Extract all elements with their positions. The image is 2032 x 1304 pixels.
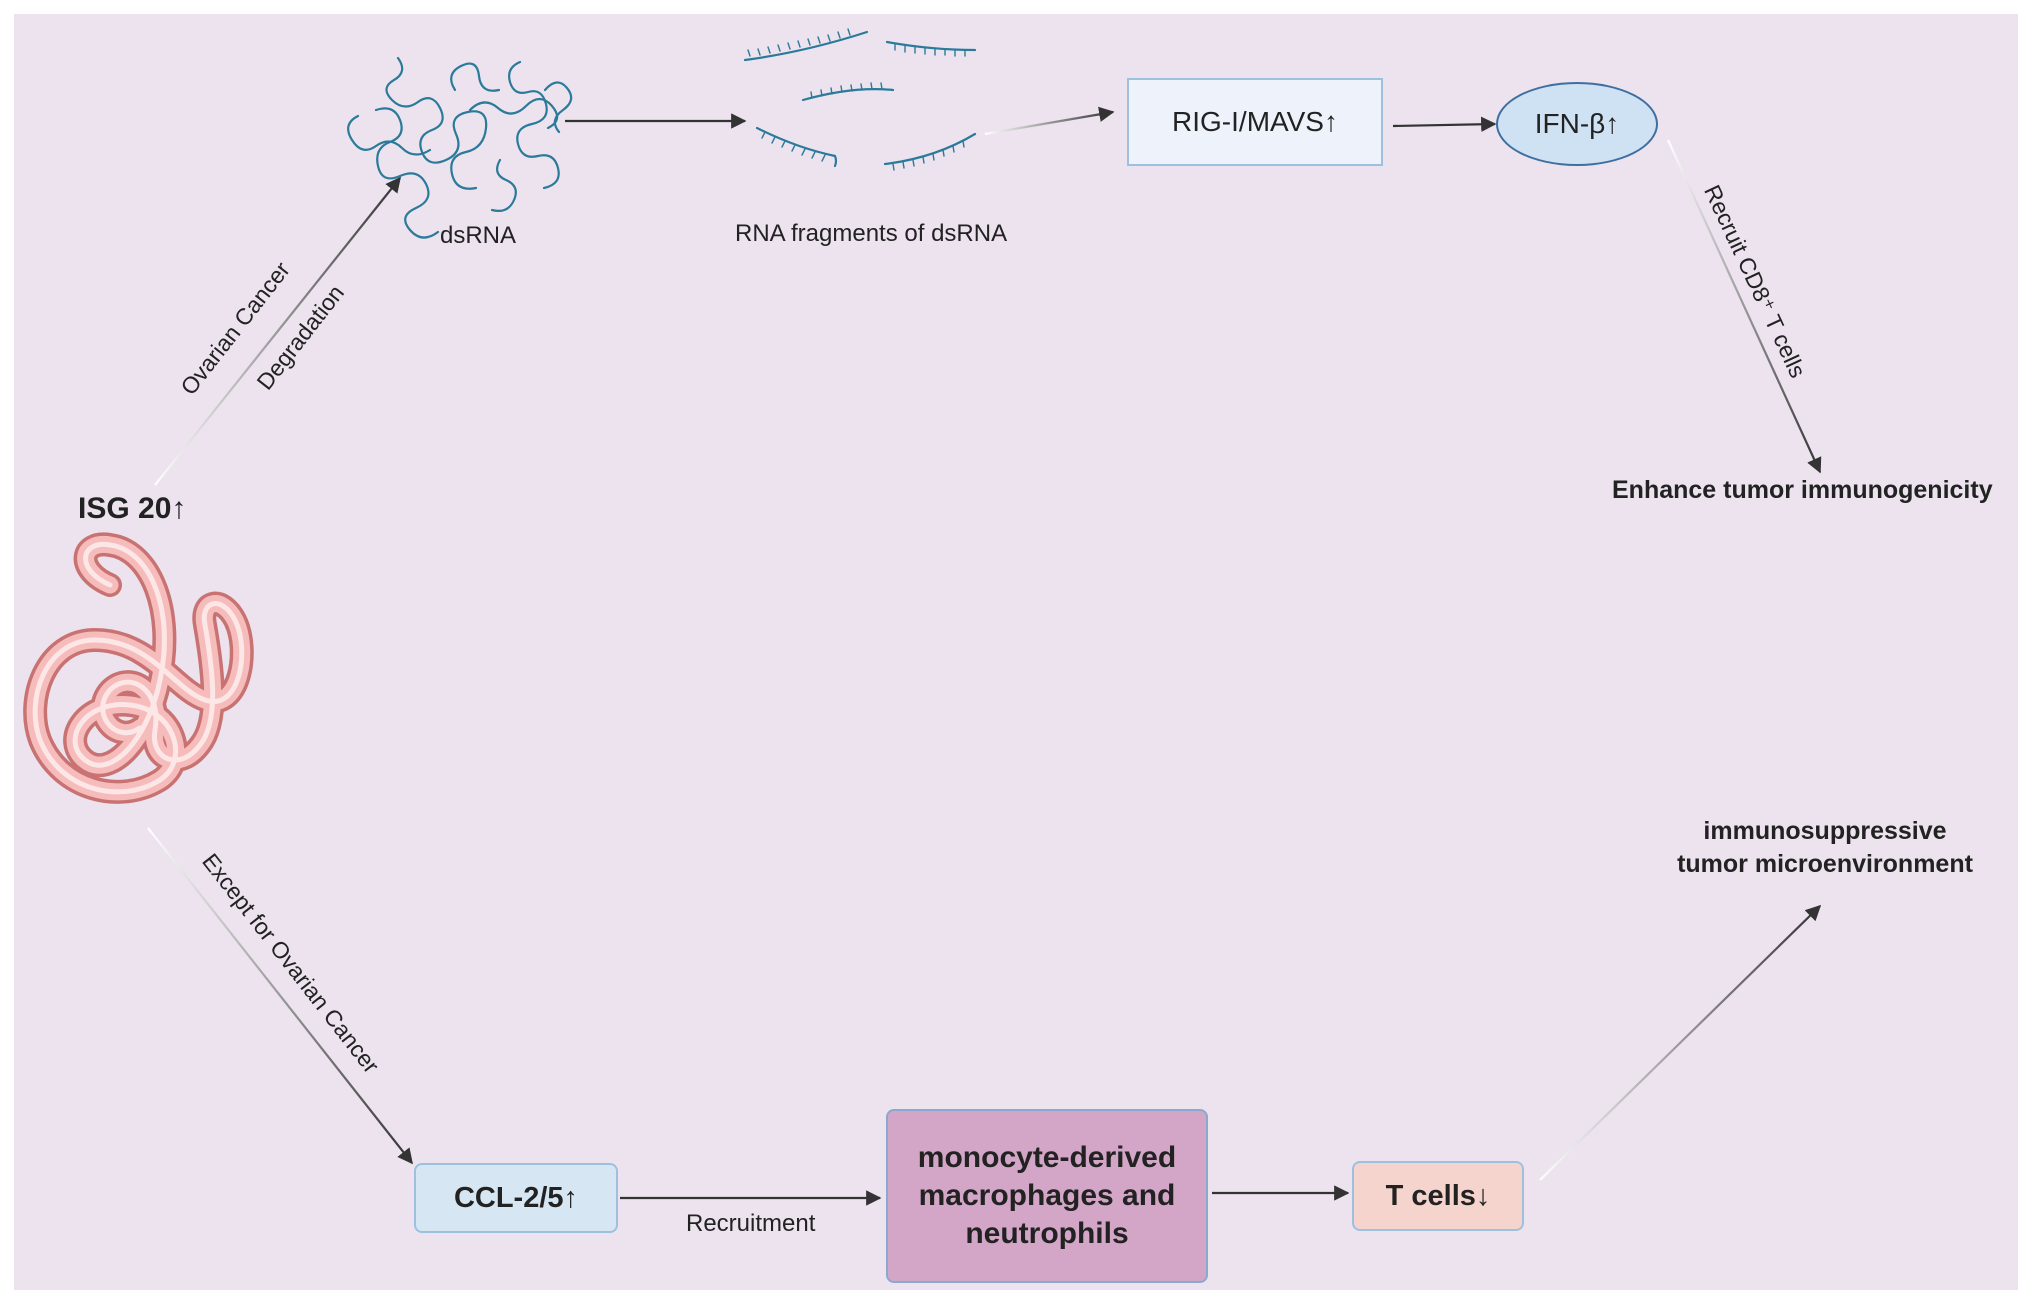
recruitment-label: Recruitment	[686, 1210, 816, 1237]
rig-mavs-label: RIG-I/MAVS↑	[1172, 106, 1338, 137]
macrophages-label: monocyte-derived macrophages and neutrop…	[917, 1141, 1177, 1250]
arrow-ifn-to-enhance	[1666, 139, 1822, 474]
tcells-label: T cells↓	[1385, 1179, 1491, 1212]
arrow-rig-to-ifn	[1392, 116, 1497, 132]
ifn-beta-label: IFN-β↑	[1534, 108, 1620, 139]
immunosuppressive-label: immunosuppressive tumor microenvironment	[1660, 815, 1990, 881]
enhance-immunogenicity-label: Enhance tumor immunogenicity	[1612, 476, 1993, 504]
dsrna-label: dsRNA	[440, 222, 517, 249]
arrow-fragments-to-rig	[984, 106, 1115, 136]
dsrna-icon	[347, 56, 573, 239]
diagram-canvas	[14, 14, 2018, 1290]
immunosuppressive-line1: immunosuppressive	[1703, 817, 1947, 845]
arrow-isg-to-ccl	[147, 827, 413, 1165]
rna-fragments-label: RNA fragments of dsRNA	[735, 220, 1008, 247]
rna-fragments-icon	[743, 28, 977, 171]
ccl-box: CCL-2/5↑	[414, 1163, 618, 1233]
isg20-protein-icon	[23, 532, 254, 804]
arrow-isg-to-dsrna	[154, 176, 401, 486]
macrophages-box: monocyte-derived macrophages and neutrop…	[886, 1109, 1208, 1283]
immunosuppressive-line2: tumor microenvironment	[1677, 850, 1973, 878]
tcells-box: T cells↓	[1352, 1161, 1524, 1231]
ifn-beta-node: IFN-β↑	[1496, 82, 1658, 166]
ccl-label: CCL-2/5↑	[453, 1181, 579, 1214]
rig-mavs-box: RIG-I/MAVS↑	[1127, 78, 1383, 166]
isg20-label: ISG 20↑	[78, 492, 187, 525]
arrow-tcells-to-immunosuppressive	[1539, 904, 1822, 1181]
